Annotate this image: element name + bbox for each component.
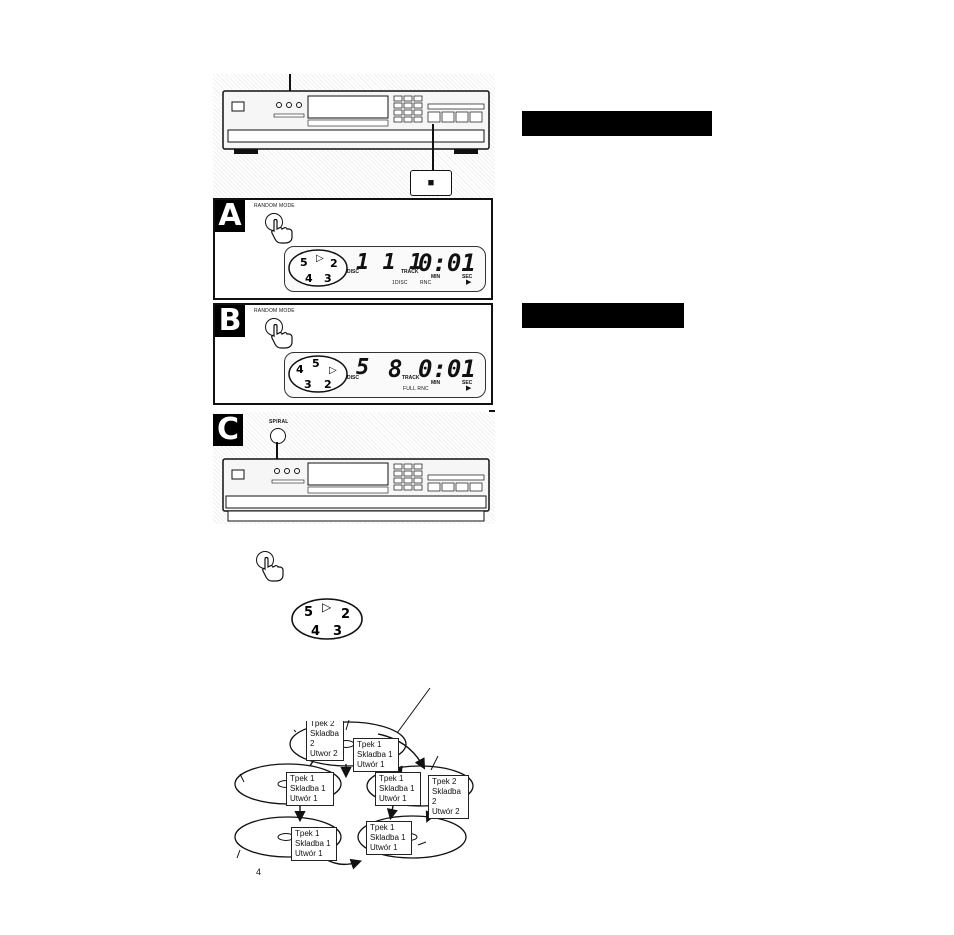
panel-a-track-label: TRACK <box>401 269 419 275</box>
panel-b-disc-digit: 5 <box>356 355 369 380</box>
panel-b-random-mode-label: RANDOM MODE <box>254 308 295 314</box>
pointing-hand-icon <box>268 322 298 350</box>
heading-bar-2 <box>522 303 684 328</box>
stop-icon: ■ <box>428 177 435 189</box>
panel-a-mode-indicator: 1DISC <box>392 280 408 286</box>
carousel-number-2: 2 <box>330 257 338 270</box>
svg-text:▷: ▷ <box>329 365 337 376</box>
page-number: 4 <box>256 867 261 877</box>
panel-b-min-label: MIN <box>431 380 440 386</box>
panel-c-letter: C <box>213 414 243 446</box>
panel-a-rnd-indicator: RNC <box>420 280 431 286</box>
panel-b-track-label: TRACK <box>402 375 420 381</box>
carousel-number-3: 3 <box>324 272 332 285</box>
carousel-number-5: 5 <box>300 256 308 269</box>
svg-text:5: 5 <box>312 357 320 370</box>
svg-text:3: 3 <box>333 624 342 639</box>
panel-b-play-icon: ▶ <box>466 384 471 392</box>
svg-text:4: 4 <box>296 363 304 376</box>
panel-b-time: 0:01 <box>418 355 476 383</box>
panel-b-mode-indicator: FULL RNC <box>403 386 429 392</box>
panel-a-carousel-icon: 5 ▷ 2 4 3 <box>288 249 348 287</box>
svg-text:▷: ▷ <box>316 253 324 264</box>
carousel-number-4: 4 <box>305 272 313 285</box>
panel-a-time: 0:01 <box>418 249 476 277</box>
svg-text:▷: ▷ <box>322 600 332 614</box>
spiral-button[interactable] <box>270 428 286 444</box>
panel-a-random-mode-label: RANDOM MODE <box>254 203 295 209</box>
svg-text:2: 2 <box>341 607 350 622</box>
carousel-icon-standalone: 5 ▷ 2 4 3 <box>291 597 363 641</box>
spiral-label: SPIRAL <box>269 419 289 425</box>
pointing-hand-icon <box>259 555 289 583</box>
panel-b-carousel-icon: 4 5 ▷ 3 2 <box>288 355 348 393</box>
cd-player-top <box>222 90 490 165</box>
heading-bar-1 <box>522 111 712 136</box>
panel-a-min-label: MIN <box>431 274 440 280</box>
pointing-hand-icon <box>268 217 298 245</box>
panel-b-letter: B <box>215 305 245 337</box>
panel-b-track-digit: 8 <box>388 355 402 383</box>
callout-line-stop <box>432 124 434 170</box>
cd-player-bottom <box>222 458 490 524</box>
svg-text:4: 4 <box>311 624 320 639</box>
stop-button[interactable]: ■ <box>410 170 452 196</box>
panel-a-play-icon: ▶ <box>466 278 471 286</box>
panel-a-letter: A <box>215 200 245 232</box>
svg-text:2: 2 <box>324 378 332 391</box>
svg-text:5: 5 <box>304 605 313 620</box>
svg-text:3: 3 <box>304 378 312 391</box>
